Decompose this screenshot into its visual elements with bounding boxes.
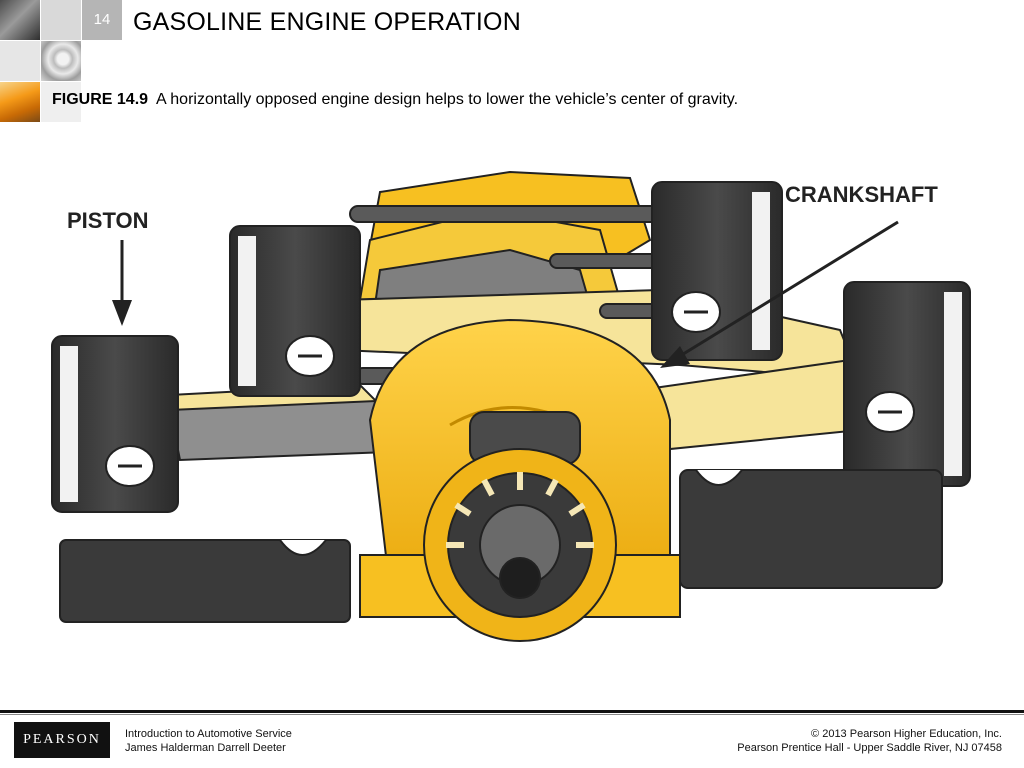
piston-right-upper: [651, 181, 783, 361]
slide-number: 14: [93, 11, 111, 28]
footer-copyright: © 2013 Pearson Higher Education, Inc.: [811, 728, 1002, 740]
piston-callout-label: PISTON: [67, 208, 149, 233]
piston-left-lower: [51, 335, 351, 623]
decor-block: [0, 41, 40, 81]
footer-divider: [0, 710, 1024, 713]
crankshaft-arrow: [660, 220, 899, 368]
footer-book-info: Introduction to Automotive Service James…: [125, 727, 292, 755]
header-thumbnails: 14: [0, 0, 122, 122]
slide-number-block: [82, 0, 122, 40]
piston-arrow: [112, 240, 132, 326]
car-thumbnail-image: [0, 0, 40, 40]
decor-block: [41, 0, 81, 40]
footer-authors: James Halderman Darrell Deeter: [125, 742, 286, 754]
wheel-thumbnail-image: [41, 41, 81, 81]
figure-caption: FIGURE 14.9 A horizontally opposed engine…: [52, 91, 738, 109]
pearson-logo: PEARSON: [14, 722, 110, 758]
piston-left-upper: [229, 225, 361, 397]
crankshaft-callout-label: CRANKSHAFT: [785, 182, 938, 207]
boxer-engine-diagram: [51, 170, 971, 642]
figure-label: FIGURE 14.9: [52, 91, 149, 108]
footer-publisher-info: © 2013 Pearson Higher Education, Inc. Pe…: [737, 727, 1002, 755]
crankshaft-gear: [423, 448, 617, 642]
piston-right-lower: [679, 281, 971, 589]
footer-publisher: Pearson Prentice Hall - Upper Saddle Riv…: [737, 742, 1002, 754]
orange-car-thumbnail-image: [0, 82, 40, 122]
footer-book-title: Introduction to Automotive Service: [125, 728, 292, 740]
decor-block: [41, 82, 81, 122]
footer-divider-thin: [0, 714, 1024, 715]
slide-title: GASOLINE ENGINE OPERATION: [133, 8, 521, 36]
engine-illustration: PISTON CRANKSHAFT: [40, 150, 1000, 650]
figure-caption-text: A horizontally opposed engine design hel…: [156, 91, 739, 108]
